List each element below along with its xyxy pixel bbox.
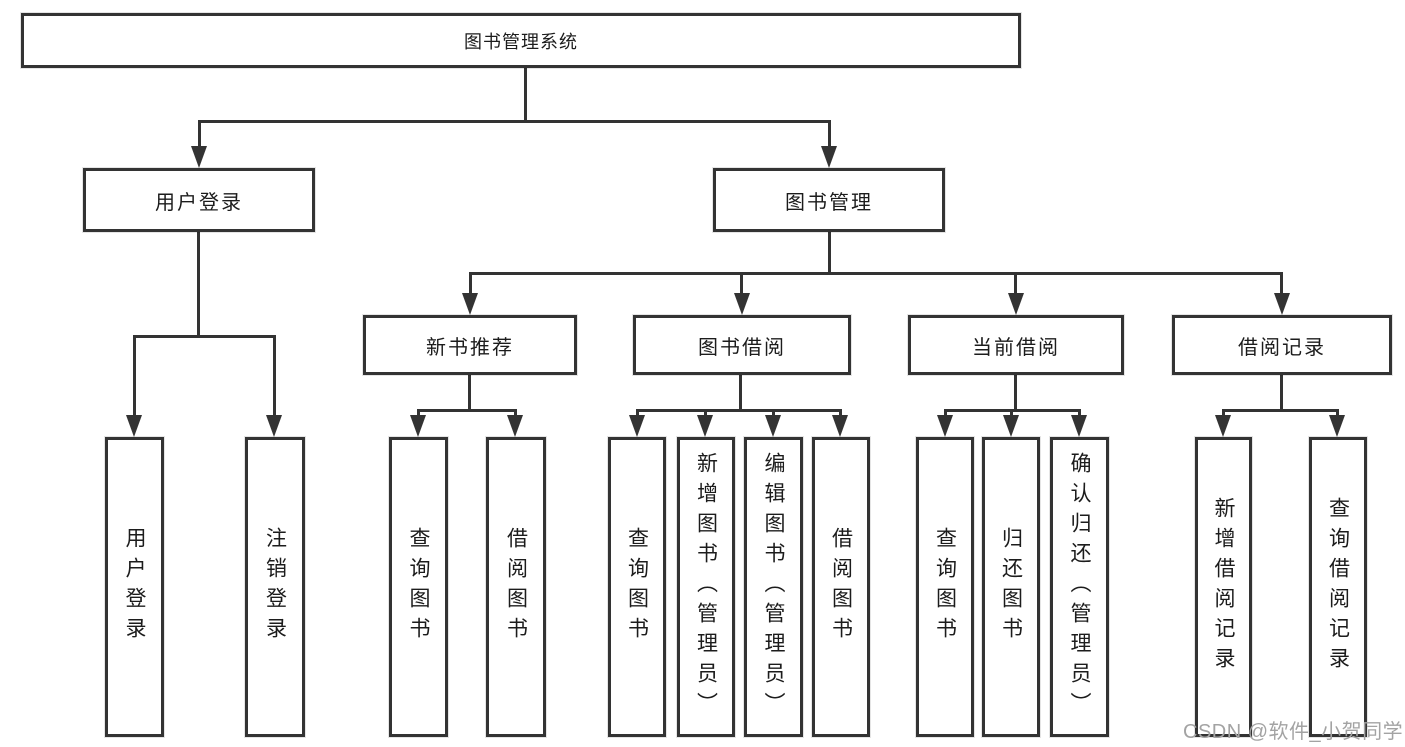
arrow-down-icon [832,415,848,437]
arrow-down-icon [734,293,750,315]
connector-book-mgmt-drop [828,232,831,272]
arrow-down-icon [697,415,713,437]
connector-level2-rail [198,120,831,123]
connector-leaf-stem [636,409,639,418]
node-label: 查询图书 [933,527,957,647]
connector-leaf-stem [839,409,842,418]
node-label: 查询借阅记录 [1326,497,1350,677]
connector-book-mgmt-stem [828,120,831,148]
node-label: 归还图书 [999,527,1023,647]
arrow-down-icon [191,146,207,168]
node-label: 新增借阅记录 [1212,497,1235,677]
arrow-down-icon [507,415,523,437]
connector-level3-rail [469,272,1283,275]
node-book-management: 图书管理 [713,168,945,232]
node-label: 图书管理 [785,191,873,214]
connector-leaf-stem [1222,409,1225,418]
node-leaf-return-books: 归还图书 [982,437,1040,737]
arrow-down-icon [1329,415,1345,437]
node-current-borrowing: 当前借阅 [908,315,1124,375]
node-label: 确认归还（管理员） [1068,452,1091,722]
node-label: 图书借阅 [698,336,786,359]
connector-current-borrow-stem [1014,272,1017,293]
connector-leaf-stem [944,409,947,418]
node-leaf-borrow-books-recommend: 借阅图书 [486,437,546,737]
node-leaf-edit-books-admin: 编辑图书（管理员） [744,437,803,737]
connector-leaf-stem [1336,409,1339,418]
arrow-down-icon [1071,415,1087,437]
node-label: 新增图书（管理员） [694,452,718,722]
connector-user-login-drop [197,232,200,335]
connector-leaf-stem [1010,409,1013,418]
arrow-down-icon [1003,415,1019,437]
node-label: 图书管理系统 [464,31,578,52]
node-label: 借阅图书 [829,527,853,647]
node-label: 注销登录 [263,527,287,647]
node-user-login: 用户登录 [83,168,315,232]
connector-leaf-stem [133,335,136,416]
arrow-down-icon [629,415,645,437]
connector-borrow-record-rail [1222,409,1339,412]
arrow-down-icon [937,415,953,437]
node-label: 编辑图书（管理员） [762,452,785,722]
connector-borrow-record-drop [1280,375,1283,409]
node-leaf-user-login: 用户登录 [105,437,164,737]
node-label: 用户登录 [123,527,146,647]
node-new-book-recommendation: 新书推荐 [363,315,577,375]
connector-user-login-rail [133,335,275,338]
connector-borrow-record-stem [1280,272,1283,293]
node-book-borrowing: 图书借阅 [633,315,851,375]
connector-book-borrow-drop [739,375,742,409]
arrow-down-icon [126,415,142,437]
arrow-down-icon [1274,293,1290,315]
connector-leaf-stem [417,409,420,418]
node-leaf-query-books-recommend: 查询图书 [389,437,448,737]
connector-new-book-rail [417,409,517,412]
connector-root-drop [524,68,527,120]
arrow-down-icon [821,146,837,168]
node-label: 借阅图书 [504,527,528,647]
connector-new-book-drop [468,375,471,409]
connector-current-borrow-drop [1014,375,1017,409]
node-leaf-add-borrow-record: 新增借阅记录 [1195,437,1252,737]
node-borrowing-records: 借阅记录 [1172,315,1392,375]
node-leaf-query-borrow-record: 查询借阅记录 [1309,437,1367,737]
arrow-down-icon [1008,293,1024,315]
node-leaf-borrow-books-borrowing: 借阅图书 [812,437,870,737]
node-label: 查询图书 [625,527,649,647]
node-label: 借阅记录 [1238,336,1326,359]
connector-leaf-stem [704,409,707,418]
connector-book-borrow-rail [636,409,842,412]
node-leaf-add-books-admin: 新增图书（管理员） [677,437,735,737]
csdn-watermark: CSDN @软件_小贺同学 [1183,721,1404,743]
arrow-down-icon [410,415,426,437]
node-leaf-query-books-current: 查询图书 [916,437,974,737]
connector-user-login-stem [198,120,201,148]
arrow-down-icon [765,415,781,437]
node-label: 查询图书 [407,527,430,647]
connector-leaf-stem [273,335,276,416]
node-leaf-logout: 注销登录 [245,437,305,737]
node-leaf-confirm-return-admin: 确认归还（管理员） [1050,437,1109,737]
node-library-management-system: 图书管理系统 [21,13,1021,68]
node-label: 用户登录 [155,191,243,214]
connector-leaf-stem [514,409,517,418]
connector-leaf-stem [1078,409,1081,418]
arrow-down-icon [266,415,282,437]
node-leaf-query-books-borrowing: 查询图书 [608,437,666,737]
arrow-down-icon [462,293,478,315]
connector-leaf-stem [772,409,775,418]
connector-book-borrow-stem [740,272,743,293]
node-label: 当前借阅 [972,336,1060,359]
node-label: 新书推荐 [426,336,514,359]
connector-new-book-stem [469,272,472,293]
arrow-down-icon [1215,415,1231,437]
